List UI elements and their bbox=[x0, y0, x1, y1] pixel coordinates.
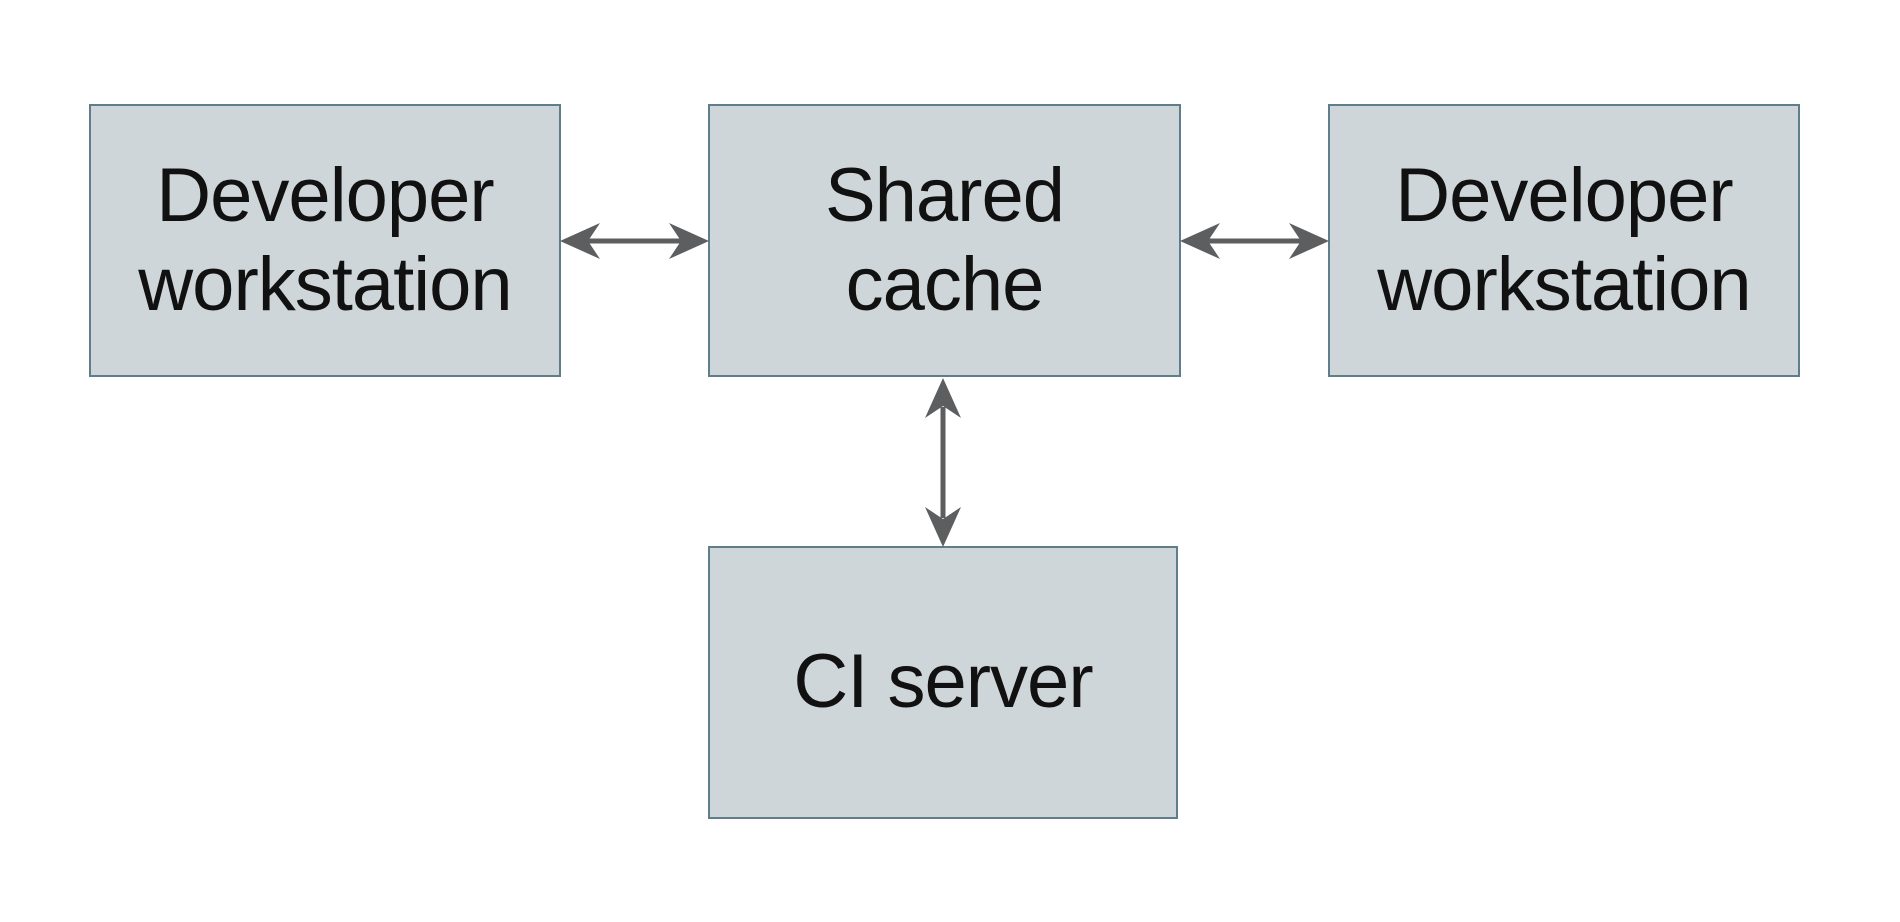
node-developer-workstation-left: Developer workstation bbox=[89, 104, 561, 377]
node-label-line: Developer bbox=[156, 153, 494, 239]
node-label-line: cache bbox=[845, 241, 1045, 327]
node-label-line: Developer bbox=[1395, 153, 1733, 239]
double-arrow-horizontal-icon bbox=[560, 223, 709, 259]
double-arrow-vertical-icon bbox=[925, 378, 961, 547]
node-label-line: Shared bbox=[824, 153, 1065, 239]
node-shared-cache: Shared cache bbox=[708, 104, 1181, 377]
double-arrow-shared-cache-ci-server bbox=[921, 377, 965, 548]
node-ci-server: CI server bbox=[708, 546, 1178, 819]
node-developer-workstation-right: Developer workstation bbox=[1328, 104, 1800, 377]
node-label-line: CI server bbox=[793, 639, 1093, 725]
node-label-line: workstation bbox=[1377, 241, 1751, 327]
node-label-line: workstation bbox=[138, 241, 512, 327]
double-arrow-horizontal-icon bbox=[1180, 223, 1329, 259]
double-arrow-shared-cache-dev-right bbox=[1179, 219, 1330, 263]
double-arrow-dev-left-shared-cache bbox=[559, 219, 710, 263]
